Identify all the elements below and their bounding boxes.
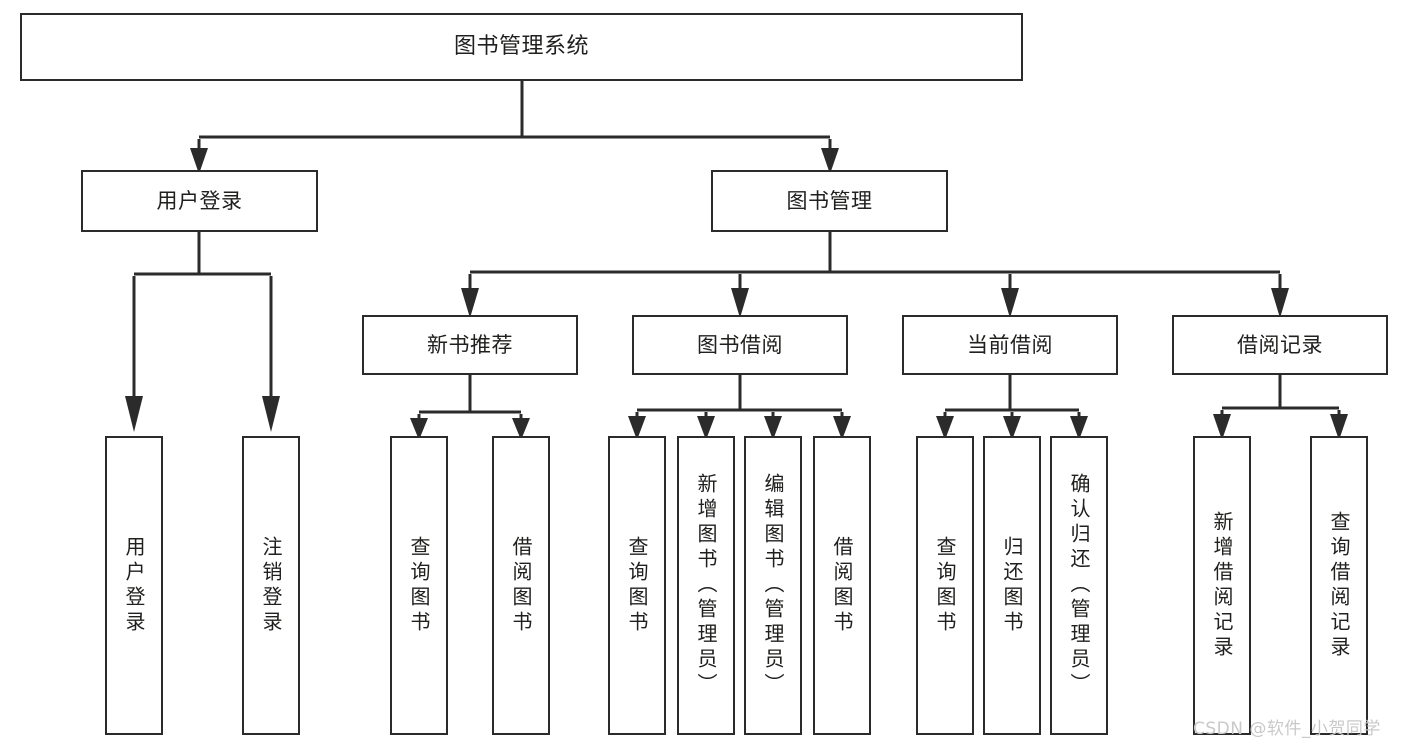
node-label: 新书推荐 <box>427 332 513 357</box>
leaf-user-login[interactable]: 用户登录 <box>105 436 163 735</box>
node-label: 注销登录 <box>259 535 283 636</box>
node-label: 图书管理系统 <box>453 34 589 60</box>
node-label: 查询图书 <box>625 535 649 636</box>
node-label: 图书管理 <box>786 188 873 213</box>
node-label: 新增图书（管理员） <box>694 473 718 698</box>
leaf-add-borrow-record[interactable]: 新增借阅记录 <box>1193 436 1251 735</box>
node-book-manage[interactable]: 图书管理 <box>711 170 948 232</box>
node-label: 用户登录 <box>122 535 146 636</box>
leaf-borrow-book-recommend[interactable]: 借阅图书 <box>492 436 550 735</box>
leaf-add-book-admin[interactable]: 新增图书（管理员） <box>677 436 735 735</box>
node-current-borrow[interactable]: 当前借阅 <box>902 315 1118 375</box>
node-label: 查询借阅记录 <box>1327 510 1351 661</box>
node-label: 借阅图书 <box>830 535 854 636</box>
leaf-borrow-book[interactable]: 借阅图书 <box>813 436 871 735</box>
node-label: 当前借阅 <box>967 332 1053 357</box>
node-label: 借阅图书 <box>509 535 533 636</box>
leaf-query-book-borrow[interactable]: 查询图书 <box>608 436 666 735</box>
node-label: 查询图书 <box>407 535 431 636</box>
leaf-query-book-current[interactable]: 查询图书 <box>916 436 974 735</box>
node-label: 用户登录 <box>156 188 243 213</box>
node-label: 借阅记录 <box>1237 332 1323 357</box>
leaf-return-book[interactable]: 归还图书 <box>983 436 1041 735</box>
node-label: 新增借阅记录 <box>1210 510 1234 661</box>
leaf-query-borrow-record[interactable]: 查询借阅记录 <box>1310 436 1368 735</box>
node-label: 确认归还（管理员） <box>1067 473 1091 698</box>
node-user-login[interactable]: 用户登录 <box>81 170 318 232</box>
node-label: 查询图书 <box>933 535 957 636</box>
node-label: 图书借阅 <box>697 332 783 357</box>
leaf-query-book-recommend[interactable]: 查询图书 <box>390 436 448 735</box>
csdn-watermark: CSDN @软件_小贺同学 <box>1193 719 1381 739</box>
leaf-edit-book-admin[interactable]: 编辑图书（管理员） <box>744 436 802 735</box>
node-label: 编辑图书（管理员） <box>761 473 785 698</box>
node-root-system[interactable]: 图书管理系统 <box>20 13 1023 81</box>
node-new-book-recommend[interactable]: 新书推荐 <box>362 315 578 375</box>
leaf-logout-login[interactable]: 注销登录 <box>242 436 300 735</box>
node-borrow-record[interactable]: 借阅记录 <box>1172 315 1388 375</box>
node-book-borrow[interactable]: 图书借阅 <box>632 315 848 375</box>
leaf-confirm-return-admin[interactable]: 确认归还（管理员） <box>1050 436 1108 735</box>
node-label: 归还图书 <box>1000 535 1024 636</box>
